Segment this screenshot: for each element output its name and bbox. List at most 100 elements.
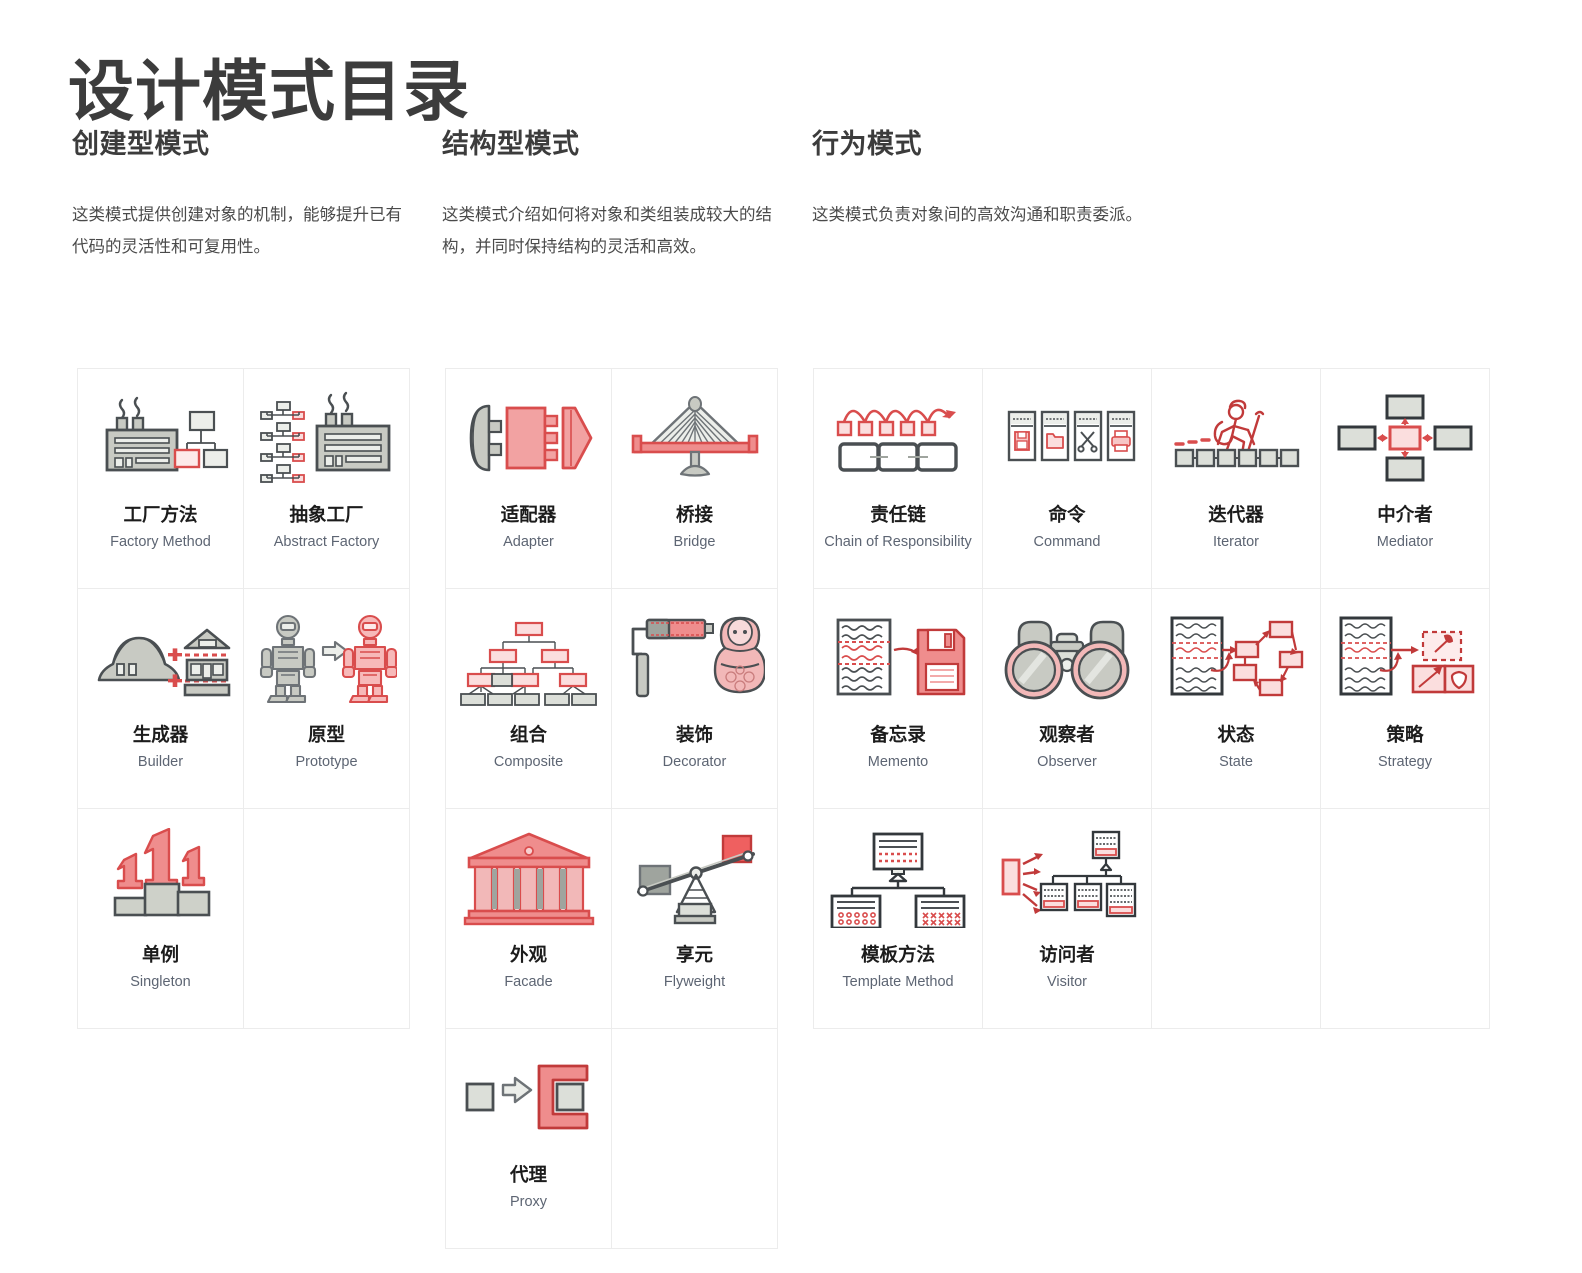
pattern-name-en: Mediator: [1376, 533, 1434, 550]
pattern-card-proxy[interactable]: 代理 Proxy: [446, 1029, 612, 1249]
pattern-card-factory-method[interactable]: 工厂方法 Factory Method: [78, 369, 244, 589]
pattern-name-cn: 抽象工厂: [289, 504, 364, 525]
pattern-card-mediator[interactable]: 中介者 Mediator: [1321, 369, 1490, 589]
pattern-grid-structural: 适配器 Adapter: [445, 368, 778, 1249]
abstract-factory-icon: [257, 383, 397, 493]
pattern-name-cn: 单例: [141, 944, 179, 965]
chain-of-responsibility-icon: [828, 383, 968, 493]
pattern-card-observer[interactable]: 观察者 Observer: [983, 589, 1152, 809]
visitor-icon: [997, 823, 1137, 933]
pattern-name-cn: 观察者: [1039, 724, 1095, 745]
pattern-card-state[interactable]: 状态 State: [1152, 589, 1321, 809]
section-heading-creational: 创建型模式: [72, 129, 210, 159]
pattern-card-template-method[interactable]: 模板方法 Template Method: [814, 809, 983, 1029]
builder-icon: [91, 603, 231, 713]
observer-icon: [997, 603, 1137, 713]
flyweight-icon: [625, 823, 765, 933]
pattern-card-decorator[interactable]: 装饰 Decorator: [612, 589, 778, 809]
pattern-name-en: Singleton: [130, 973, 191, 990]
section-description-creational: 这类模式提供创建对象的机制，能够提升已有代码的灵活性和可复用性。: [72, 206, 402, 257]
pattern-card-prototype[interactable]: 原型 Prototype: [244, 589, 410, 809]
page-title: 设计模式目录: [68, 54, 470, 129]
pattern-card-memento[interactable]: 备忘录 Memento: [814, 589, 983, 809]
pattern-name-cn: 适配器: [500, 504, 557, 525]
pattern-name-cn: 原型: [307, 724, 345, 745]
pattern-name-en: Abstract Factory: [273, 533, 380, 550]
pattern-card-facade[interactable]: 外观 Facade: [446, 809, 612, 1029]
pattern-name-cn: 桥接: [675, 504, 713, 525]
state-icon: [1166, 603, 1306, 713]
pattern-card-adapter[interactable]: 适配器 Adapter: [446, 369, 612, 589]
singleton-icon: [91, 823, 231, 933]
pattern-name-cn: 备忘录: [870, 724, 926, 745]
proxy-icon: [459, 1043, 599, 1153]
section-heading-structural: 结构型模式: [442, 129, 580, 159]
pattern-name-en: Flyweight: [663, 973, 726, 990]
pattern-name-cn: 组合: [509, 724, 547, 745]
pattern-card-builder[interactable]: 生成器 Builder: [78, 589, 244, 809]
pattern-name-en: Composite: [493, 753, 564, 770]
pattern-name-cn: 策略: [1386, 724, 1424, 745]
pattern-name-cn: 状态: [1217, 724, 1255, 745]
pattern-name-en: Visitor: [1046, 973, 1088, 990]
pattern-card-empty-slot: [244, 809, 410, 1029]
bridge-icon: [625, 383, 765, 493]
factory-method-icon: [91, 383, 231, 493]
section-structural: 结构型模式 这类模式介绍如何将对象和类组装成较大的结构，并同时保持结构的灵活和高…: [438, 122, 788, 263]
pattern-name-en: Command: [1033, 533, 1101, 550]
pattern-name-en: Builder: [137, 753, 184, 770]
pattern-card-iterator[interactable]: 迭代器 Iterator: [1152, 369, 1321, 589]
pattern-name-en: Observer: [1037, 753, 1097, 770]
pattern-name-en: Decorator: [662, 753, 727, 770]
pattern-card-visitor[interactable]: 访问者 Visitor: [983, 809, 1152, 1029]
pattern-name-en: Prototype: [295, 753, 358, 770]
pattern-card-singleton[interactable]: 单例 Singleton: [78, 809, 244, 1029]
pattern-grid-creational: 工厂方法 Factory Method: [77, 368, 410, 1029]
pattern-name-cn: 模板方法: [860, 944, 935, 965]
pattern-name-en: State: [1219, 753, 1253, 770]
memento-icon: [828, 603, 968, 713]
facade-icon: [459, 823, 599, 933]
iterator-icon: [1166, 383, 1306, 493]
pattern-name-en: Factory Method: [110, 533, 211, 550]
pattern-name-en: Chain of Responsibility: [824, 533, 972, 550]
pattern-name-cn: 责任链: [870, 504, 926, 525]
strategy-icon: [1335, 603, 1475, 713]
pattern-name-cn: 外观: [509, 944, 547, 965]
pattern-card-bridge[interactable]: 桥接 Bridge: [612, 369, 778, 589]
section-creational: 创建型模式 这类模式提供创建对象的机制，能够提升已有代码的灵活性和可复用性。: [68, 122, 418, 263]
pattern-card-abstract-factory[interactable]: 抽象工厂 Abstract Factory: [244, 369, 410, 589]
pattern-card-command[interactable]: 命令 Command: [983, 369, 1152, 589]
pattern-name-en: Adapter: [503, 533, 554, 550]
pattern-card-empty-slot: [1152, 809, 1321, 1029]
pattern-card-empty-slot: [612, 1029, 778, 1249]
prototype-icon: [257, 603, 397, 713]
command-icon: [997, 383, 1137, 493]
section-description-behavioral: 这类模式负责对象间的高效沟通和职责委派。: [812, 206, 1142, 224]
section-heading-behavioral: 行为模式: [812, 129, 922, 159]
pattern-name-cn: 代理: [509, 1164, 547, 1185]
decorator-icon: [625, 603, 765, 713]
pattern-card-empty-slot: [1321, 809, 1490, 1029]
pattern-name-cn: 工厂方法: [123, 504, 198, 525]
section-description-structural: 这类模式介绍如何将对象和类组装成较大的结构，并同时保持结构的灵活和高效。: [442, 206, 772, 257]
template-method-icon: [828, 823, 968, 933]
pattern-name-cn: 装饰: [675, 724, 713, 745]
mediator-icon: [1335, 383, 1475, 493]
pattern-name-cn: 生成器: [132, 724, 189, 745]
pattern-card-composite[interactable]: 组合 Composite: [446, 589, 612, 809]
composite-icon: [459, 603, 599, 713]
pattern-name-en: Proxy: [509, 1193, 548, 1210]
pattern-name-cn: 命令: [1048, 504, 1086, 525]
pattern-name-en: Memento: [867, 753, 929, 770]
pattern-card-flyweight[interactable]: 享元 Flyweight: [612, 809, 778, 1029]
pattern-name-cn: 享元: [675, 944, 713, 965]
pattern-name-en: Template Method: [842, 973, 954, 990]
pattern-name-en: Bridge: [673, 533, 716, 550]
pattern-card-strategy[interactable]: 策略 Strategy: [1321, 589, 1490, 809]
pattern-card-chain-of-responsibility[interactable]: 责任链 Chain of Responsibility: [814, 369, 983, 589]
section-behavioral: 行为模式 这类模式负责对象间的高效沟通和职责委派。: [808, 122, 1508, 231]
pattern-name-en: Iterator: [1213, 533, 1259, 550]
pattern-name-cn: 访问者: [1039, 944, 1095, 965]
